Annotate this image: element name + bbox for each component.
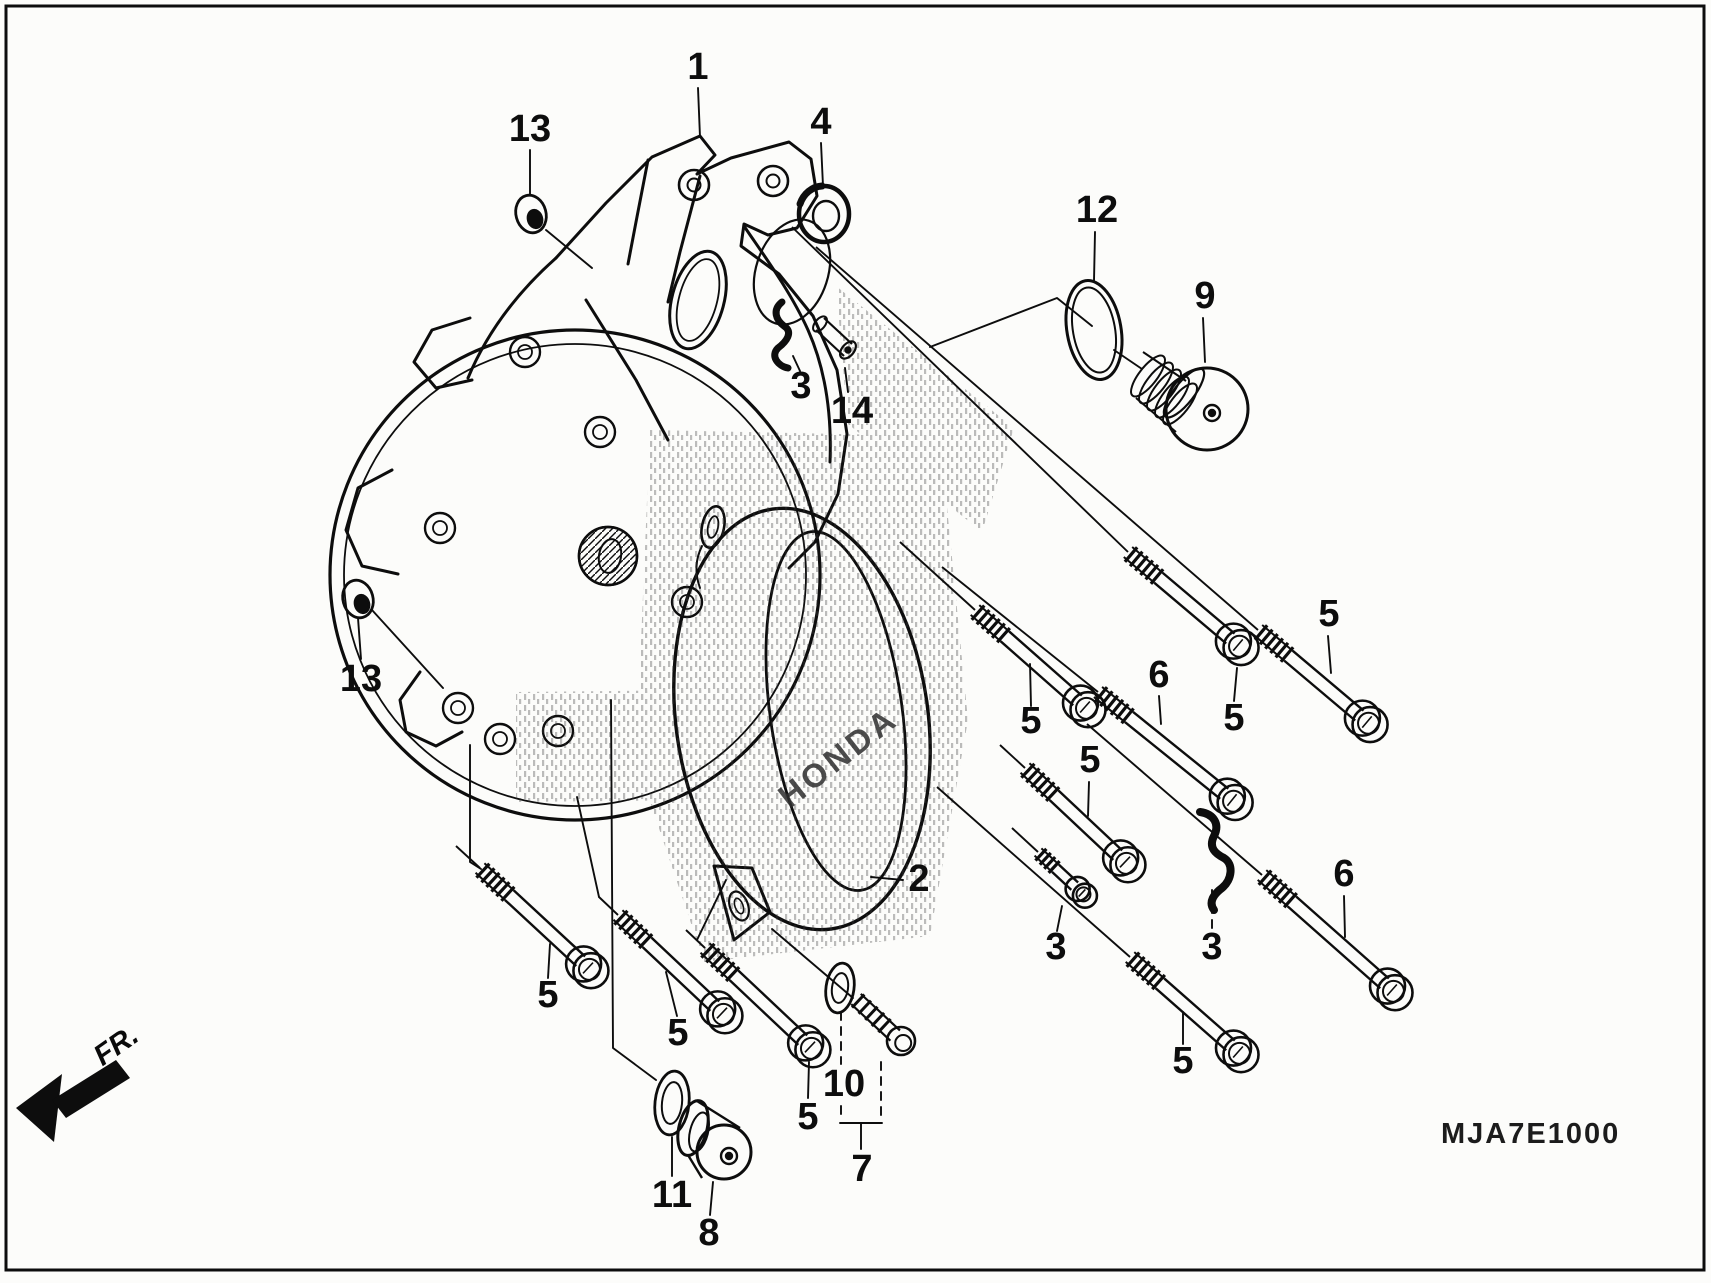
callout-13: 13	[340, 658, 382, 700]
callout-14: 14	[831, 390, 873, 432]
flange-bolt	[598, 896, 744, 1035]
oil-filler-plug	[1130, 351, 1250, 452]
flange-bolt	[1011, 827, 1099, 910]
sealing-bolt	[676, 1099, 753, 1181]
flange-bolt	[815, 246, 1389, 744]
flange-bolt	[899, 541, 1107, 729]
callout-5: 5	[667, 1012, 688, 1054]
callout-3: 3	[1045, 926, 1066, 968]
callout-5: 5	[797, 1096, 818, 1138]
callout-7: 7	[851, 1148, 872, 1190]
rubber-cap	[514, 193, 548, 235]
halftone-shading	[516, 286, 1014, 962]
callout-5: 5	[537, 974, 558, 1016]
callout-11: 11	[652, 1174, 692, 1216]
callout-9: 9	[1194, 275, 1215, 317]
flange-bolt	[936, 786, 1260, 1074]
o-ring	[1064, 279, 1124, 381]
callout-3: 3	[790, 365, 811, 407]
flange-bolt	[455, 845, 610, 990]
callout-6: 6	[1333, 853, 1354, 895]
callout-12: 12	[1076, 189, 1118, 231]
flange-bolts	[455, 226, 1414, 1074]
callout-1: 1	[687, 46, 708, 88]
callout-5: 5	[1318, 593, 1339, 635]
callout-5: 5	[1020, 700, 1041, 742]
front-direction-arrow	[16, 1060, 130, 1142]
grommet	[796, 182, 852, 245]
callout-3: 3	[1201, 926, 1222, 968]
flange-bolt	[941, 566, 1254, 822]
flange-bolt	[791, 226, 1260, 667]
small-parts	[341, 182, 1250, 1181]
callout-8: 8	[698, 1212, 719, 1254]
callout-5: 5	[1223, 697, 1244, 739]
callout-4: 4	[810, 101, 831, 143]
dowel-pin	[812, 315, 858, 360]
callout-13: 13	[509, 108, 551, 150]
flange-bolt	[1086, 723, 1414, 1012]
washer	[653, 1069, 691, 1137]
diagram-code: MJA7E1000	[1441, 1118, 1621, 1150]
callout-10: 10	[823, 1063, 865, 1105]
washer	[824, 961, 856, 1015]
page-border	[4, 4, 1706, 1272]
callout-5: 5	[1079, 739, 1100, 781]
flange-bolt	[999, 744, 1147, 884]
pan-screw	[850, 993, 917, 1057]
callout-2: 2	[908, 858, 929, 900]
flange-bolt	[685, 929, 832, 1069]
rubber-cap	[341, 578, 375, 620]
callout-6: 6	[1148, 654, 1169, 696]
callout-5: 5	[1172, 1040, 1193, 1082]
